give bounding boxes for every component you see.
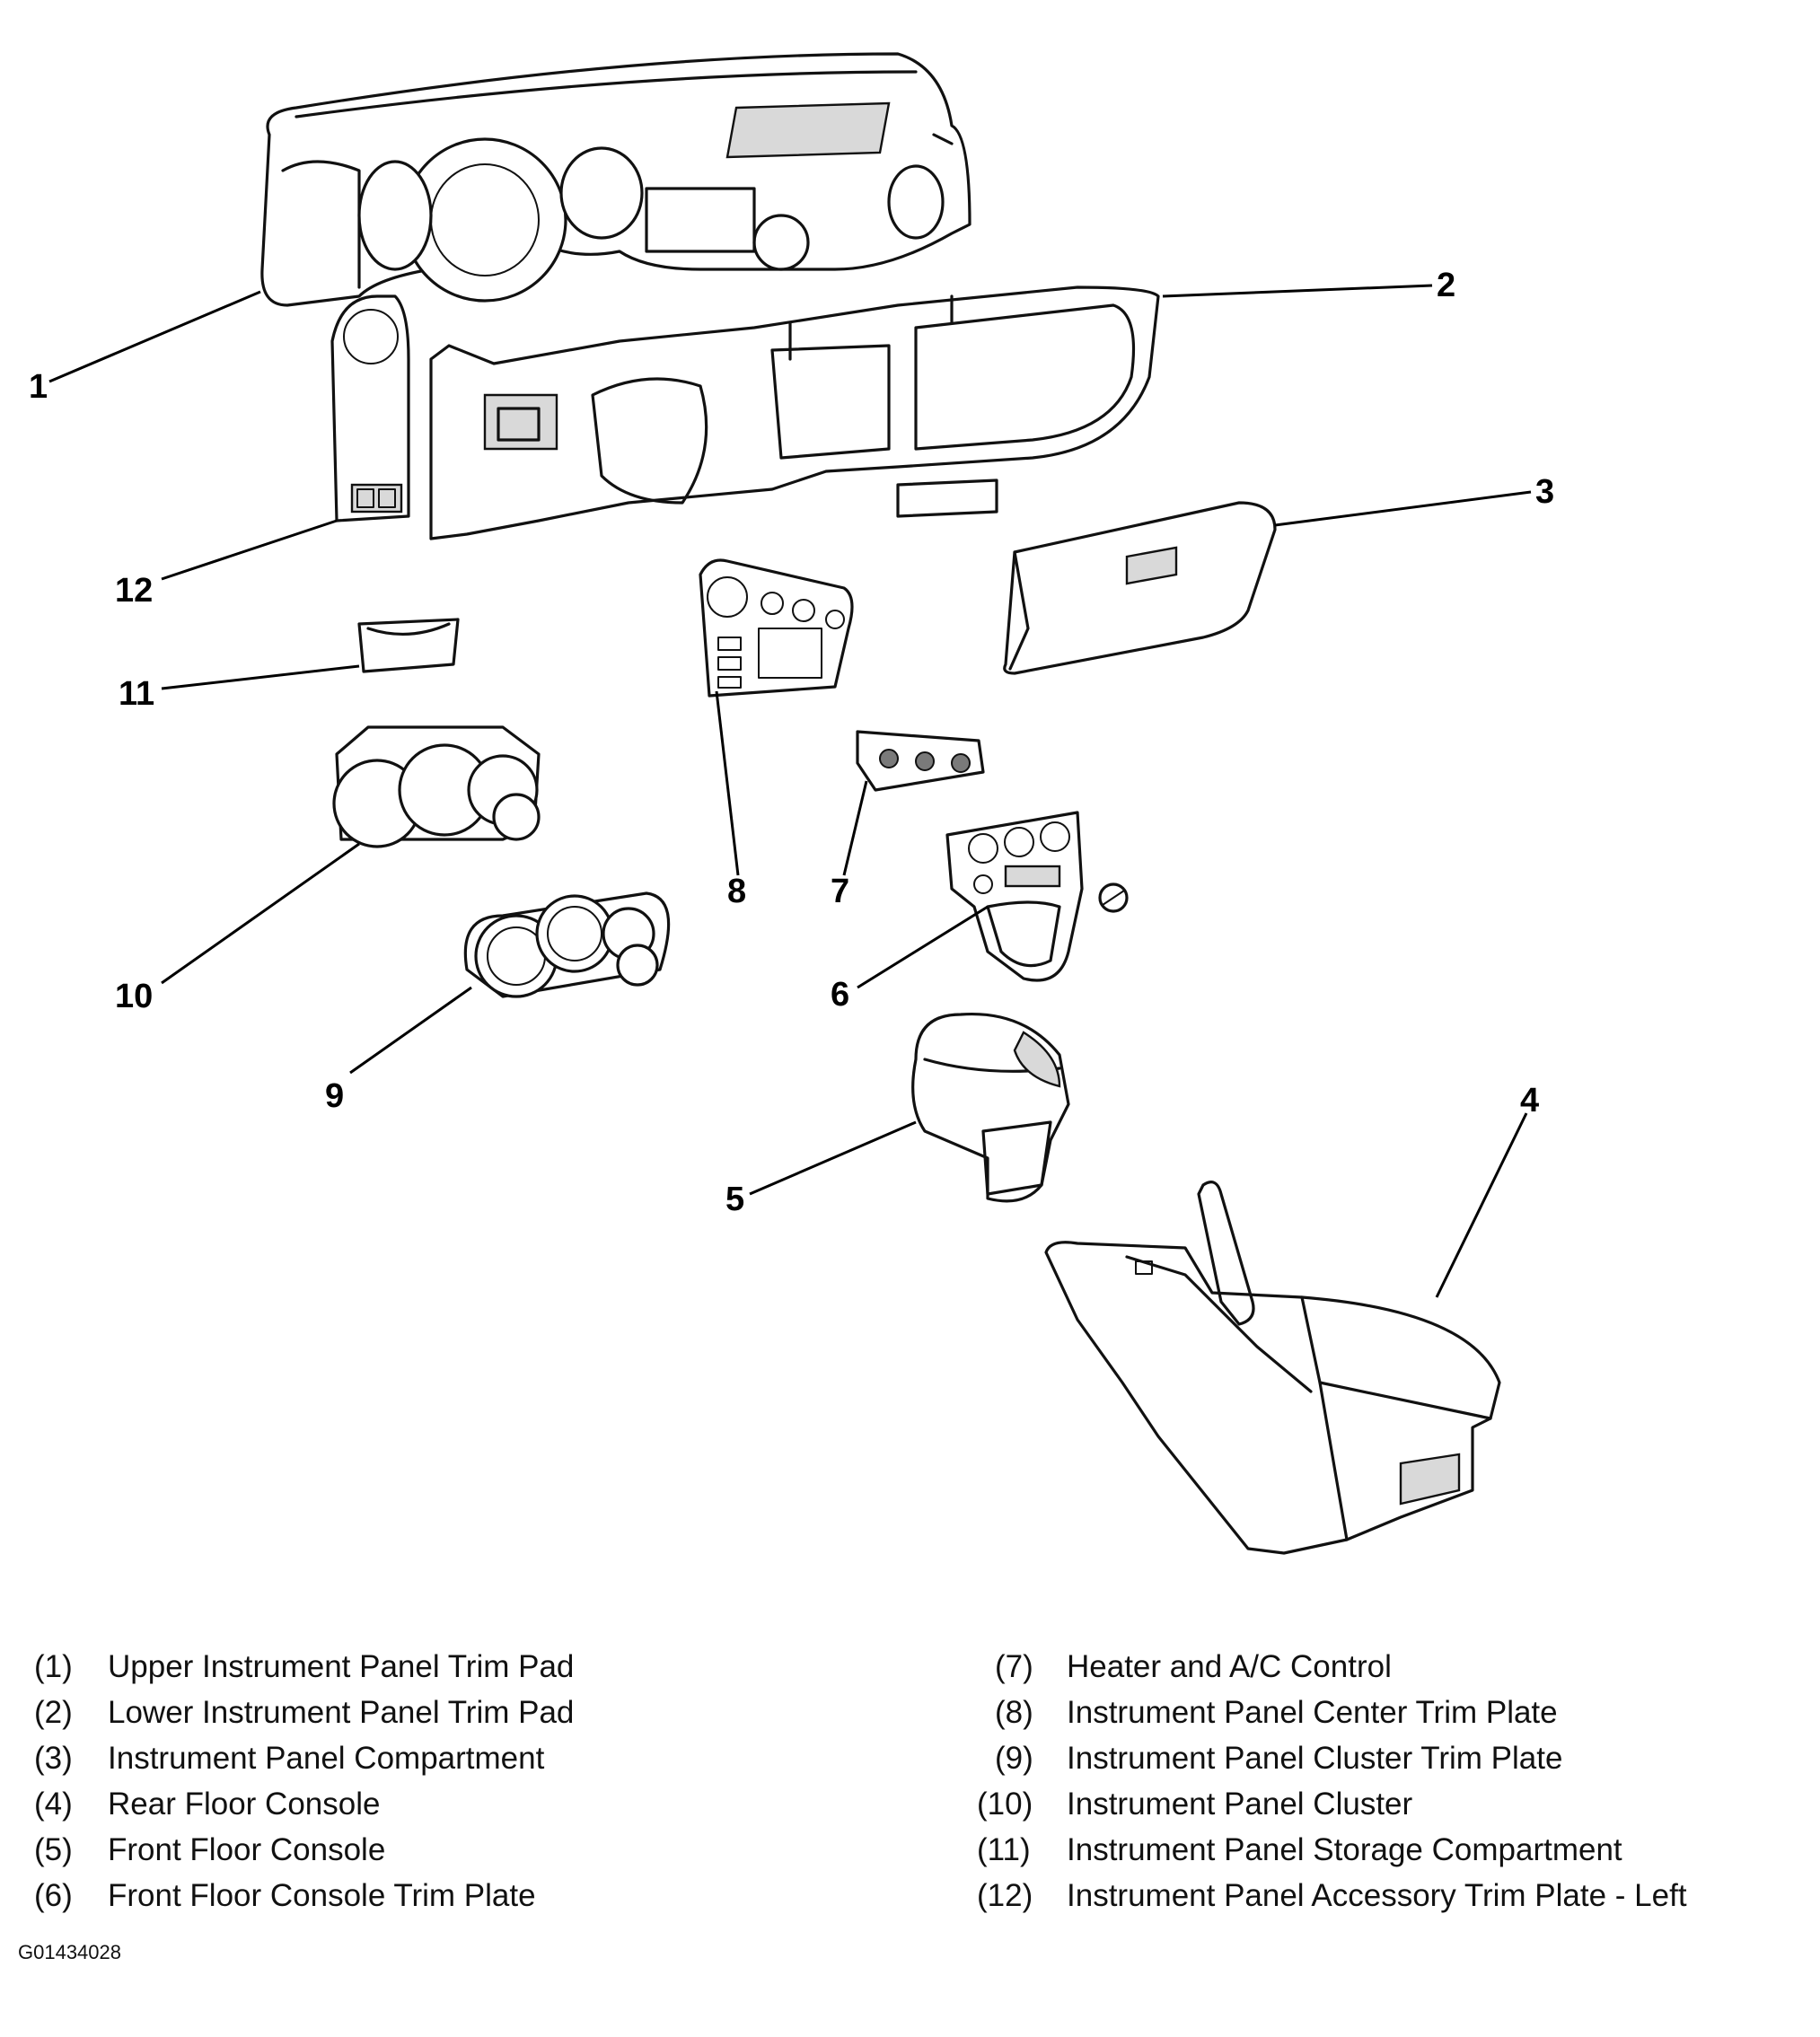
callout-1: 1 [29,368,48,406]
figure-id: G01434028 [18,1941,121,1963]
front-floor-console-trim-plate [945,811,1129,982]
upper-instrument-panel-trim-pad [260,52,972,307]
front-floor-console [911,1012,1070,1203]
callout-5: 5 [725,1181,744,1218]
callout-labels: 1 2 3 4 5 6 7 8 9 10 11 12 [29,267,1554,1218]
callout-10: 10 [115,978,153,1015]
storage-compartment [357,618,460,673]
cluster-trim-plate [463,891,671,998]
leader-lines [48,284,1532,1298]
callout-6: 6 [831,976,849,1014]
callout-4: 4 [1520,1082,1539,1119]
callout-11: 11 [119,675,154,713]
instrument-panel-cluster [332,725,541,848]
callout-9: 9 [325,1077,344,1115]
callout-12: 12 [115,572,153,610]
callout-3: 3 [1535,473,1554,511]
center-trim-plate [699,558,854,698]
lower-instrument-panel-trim-pad [429,285,1160,540]
accessory-trim-plate-left [330,294,410,522]
callout-2: 2 [1437,267,1455,304]
rear-floor-console [1044,1181,1501,1555]
instrument-panel-compartment [1003,501,1277,675]
callout-8: 8 [727,873,746,910]
heater-ac-control [856,730,985,792]
callout-7: 7 [831,873,849,910]
